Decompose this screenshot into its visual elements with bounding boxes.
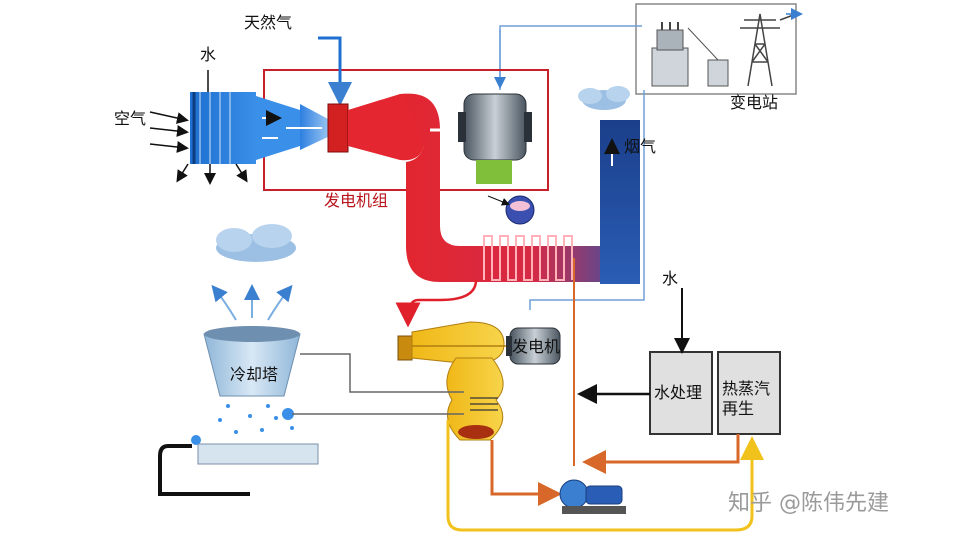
natural-gas-pipe	[318, 36, 352, 106]
air-label: 空气	[114, 109, 146, 128]
heat-steam-regeneration-box	[717, 351, 781, 435]
heat-recovery-coils	[483, 235, 573, 281]
electrical-lines	[494, 25, 645, 310]
natural-gas-label: 天然气	[244, 13, 292, 32]
heat-steam-label-2: 再生	[722, 399, 754, 418]
generator-drum	[458, 93, 532, 184]
regeneration-return-line	[582, 434, 740, 474]
transformer-icon	[651, 22, 729, 87]
gas-turbine	[348, 93, 424, 161]
steam-turbine	[397, 321, 512, 365]
flue-gas-cloud-icon	[578, 86, 630, 110]
generator-label: 发电机	[512, 337, 560, 356]
generator-set-label: 发电机组	[324, 191, 388, 210]
cooling-tower-label: 冷却塔	[230, 365, 278, 384]
cooling-tower	[203, 326, 301, 397]
cooling-water-lines	[292, 353, 464, 415]
flue-gas-label: 烟气	[624, 137, 656, 156]
condensate-line	[490, 440, 562, 506]
substation-label: 变电站	[730, 93, 778, 112]
water-inflow-label: 水	[662, 269, 678, 288]
water-inlet-label: 水	[200, 45, 216, 64]
steam-generator-power-line	[529, 90, 645, 310]
makeup-pipe	[158, 444, 250, 496]
steam-drum	[505, 195, 535, 225]
cooling-basin	[191, 404, 319, 465]
steam-export-line	[446, 420, 764, 532]
combustor	[327, 103, 349, 153]
watermark: 知乎 @陈伟先建	[728, 491, 889, 516]
condenser	[446, 357, 504, 441]
generator-set-power-line	[499, 25, 642, 90]
vapor-cloud-icon	[216, 224, 296, 262]
feed-pump-icon	[559, 479, 626, 514]
steam-supply-line	[395, 279, 478, 328]
transmission-tower-icon	[740, 13, 797, 87]
water-treatment-label: 水处理	[654, 383, 702, 402]
substation: 变电站	[635, 3, 803, 112]
air-inlet-filter	[149, 70, 330, 185]
steam-generator	[506, 327, 561, 365]
heat-steam-label-1: 热蒸汽	[722, 379, 770, 398]
